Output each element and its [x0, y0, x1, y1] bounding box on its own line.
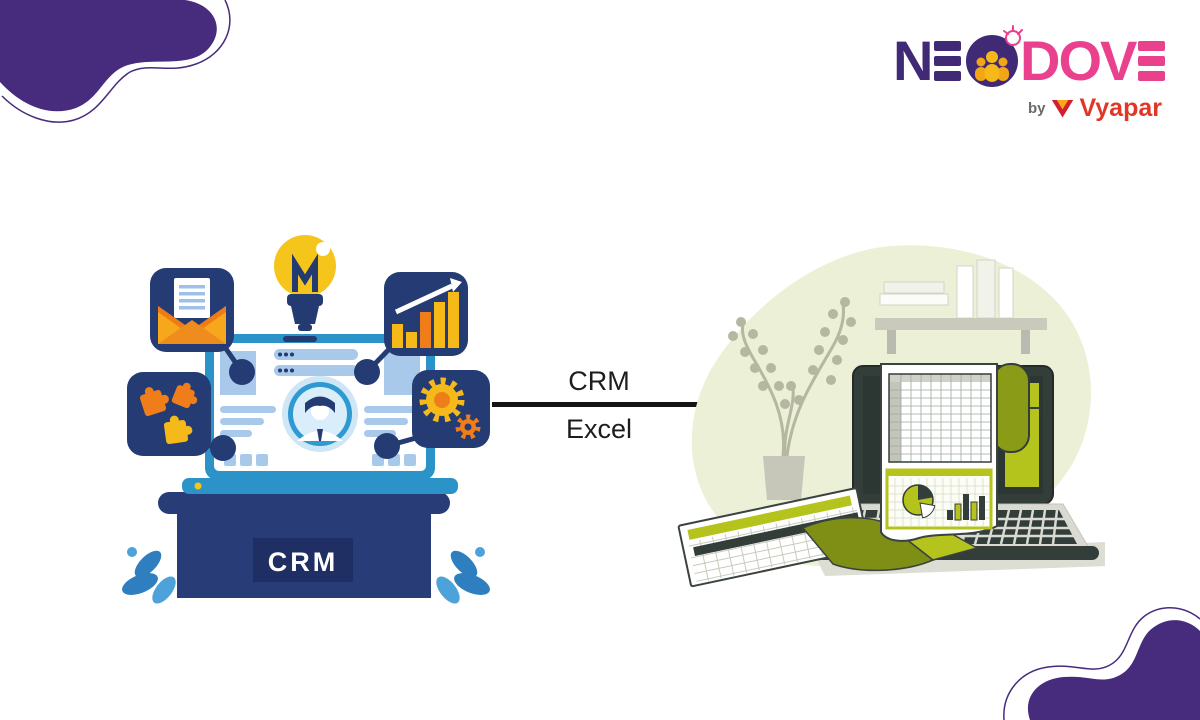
corner-blob-top-left	[0, 0, 231, 123]
plant-pot	[763, 456, 805, 500]
chart-panel	[885, 468, 993, 530]
leaves-left	[122, 547, 176, 604]
leaves-right	[436, 547, 490, 604]
crm-vs-excel-fraction: CRM Excel	[492, 364, 706, 446]
right-text-bars	[364, 406, 420, 437]
profile-avatar	[282, 376, 358, 452]
logo-o-people-icon	[966, 25, 1024, 87]
logo-letter-e-bars-icon	[1138, 41, 1165, 81]
spark-doodle-icon	[1003, 25, 1024, 46]
brand-wordmark: N D O V	[893, 25, 1168, 92]
blob-outline	[1003, 607, 1200, 720]
logo-letter-v: V	[1100, 29, 1137, 92]
excel-illustration	[677, 245, 1105, 588]
logo-letter-n: N	[893, 29, 933, 92]
paper-roll	[992, 363, 1030, 453]
logo-letter-e-bars-icon	[934, 41, 962, 81]
pie-chart-icon	[902, 484, 936, 519]
logo-letter-o: O	[1058, 29, 1102, 92]
gears-icon	[412, 370, 490, 448]
pedestal-label: CRM	[268, 547, 339, 577]
neodove-logo: N D O V by	[893, 25, 1168, 123]
envelope-icon	[150, 268, 234, 352]
logo-letter-d: D	[1020, 29, 1060, 92]
puzzle-icon	[127, 372, 211, 456]
blob-shape	[1027, 620, 1200, 720]
spreadsheet-grid	[888, 373, 992, 463]
by-label: by	[1028, 100, 1046, 117]
crm-pedestal: CRM	[158, 492, 450, 598]
vyapar-wordmark: Vyapar	[1079, 94, 1162, 122]
people-icon	[975, 51, 1010, 82]
vyapar-mark-icon	[1051, 99, 1074, 118]
left-text-bars	[220, 406, 276, 437]
plant	[728, 297, 856, 500]
spreadsheet-scroll	[801, 363, 1030, 572]
blob-shape	[0, 0, 217, 112]
lightbulb-icon	[274, 235, 336, 331]
blob-outline	[1, 0, 231, 123]
connector-nodes	[210, 359, 400, 461]
bookshelf	[875, 259, 1047, 354]
crm-illustration: CRM	[122, 235, 490, 604]
numerator-label: CRM	[568, 366, 630, 396]
camera-notch	[283, 336, 317, 342]
power-led	[194, 482, 202, 490]
fraction-divider-line	[492, 402, 706, 407]
bar-chart-icon	[947, 494, 985, 521]
list-rows	[274, 349, 358, 376]
by-vyapar: by Vyapar	[893, 94, 1168, 123]
corner-blob-bottom-right	[1003, 607, 1200, 720]
denominator-label: Excel	[565, 414, 633, 444]
growth-chart-icon	[384, 272, 468, 356]
